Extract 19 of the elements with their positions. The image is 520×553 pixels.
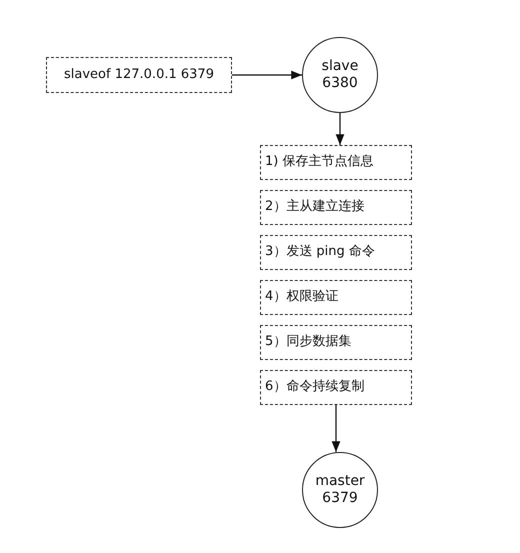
step-box	[260, 190, 412, 225]
step-box	[260, 145, 412, 180]
node-label: slaveof 127.0.0.1 6379	[64, 66, 214, 84]
node-label: 4）权限验证	[265, 289, 338, 306]
node-label: 1) 保存主节点信息	[265, 154, 374, 171]
node-label: 3）发送 ping 命令	[265, 244, 375, 261]
arrow	[232, 70, 302, 80]
node-label: slave 6380	[320, 58, 360, 92]
arrow	[332, 405, 340, 452]
step-box	[260, 370, 412, 405]
arrow	[336, 113, 344, 145]
step-box	[46, 57, 232, 93]
node-label: 5）同步数据集	[265, 334, 352, 351]
step-box	[260, 280, 412, 315]
node-label: 2）主从建立连接	[265, 199, 364, 216]
step-box	[260, 235, 412, 270]
step-box	[260, 325, 412, 360]
node-label: 6）命令持续复制	[265, 379, 364, 396]
node-label: master 6379	[314, 472, 366, 508]
